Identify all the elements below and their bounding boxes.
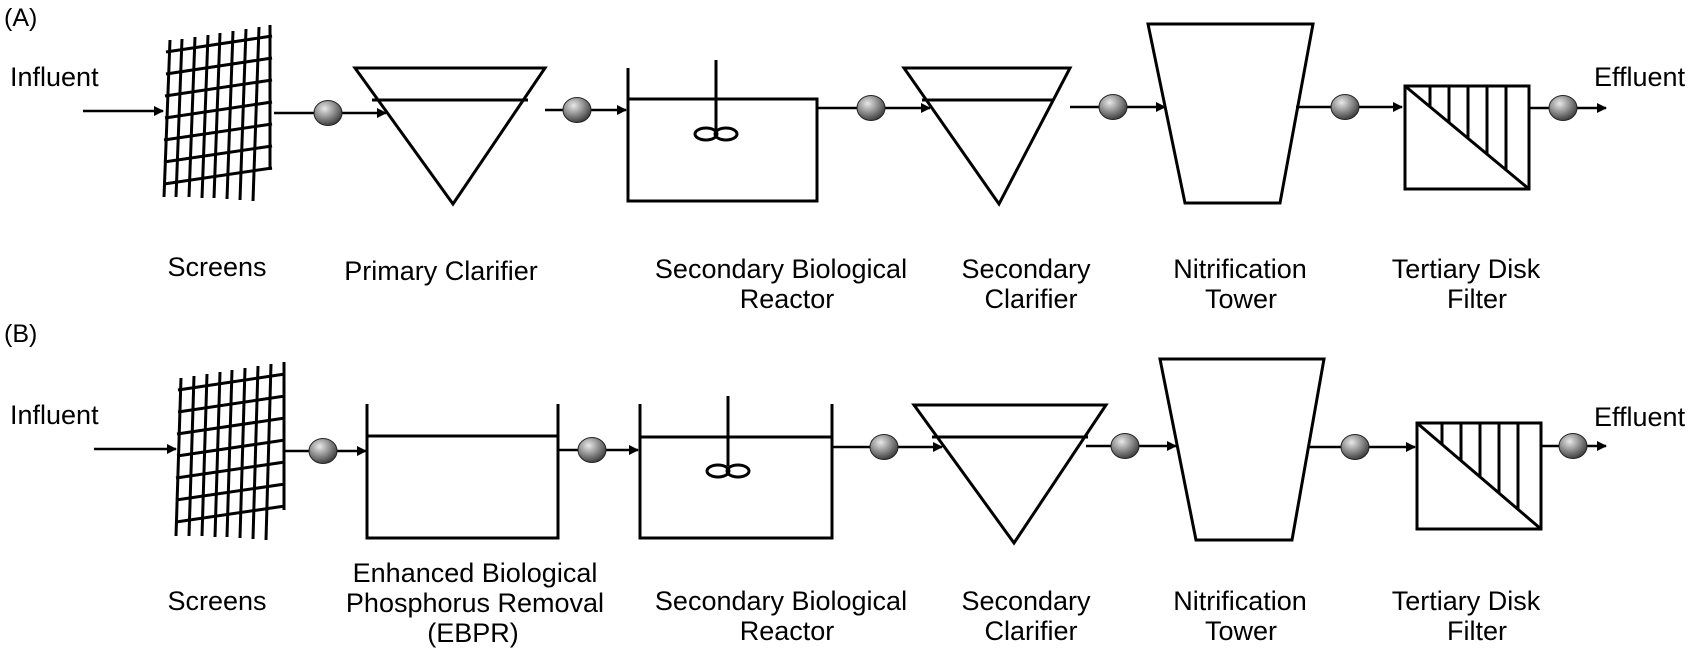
- unit-label: Secondary: [961, 254, 1091, 284]
- panel-b: (B) Influent Effluent: [4, 320, 1686, 648]
- clarifier-icon: [911, 403, 1109, 546]
- unit-label: Phosphorus Removal: [346, 588, 604, 618]
- flow-lines: [83, 102, 1607, 118]
- node-icon: [1340, 434, 1370, 460]
- screen-icon: [162, 25, 273, 202]
- tank-icon: [365, 404, 560, 540]
- node-icon: [562, 97, 592, 123]
- unit-label: Primary Clarifier: [344, 256, 538, 286]
- node-icon: [1330, 94, 1360, 120]
- node-icon: [869, 434, 899, 460]
- disk-filter-icon: [1403, 84, 1531, 191]
- unit-label: Reactor: [740, 616, 835, 646]
- unit-label: Tower: [1205, 284, 1277, 314]
- influent-label: Influent: [10, 62, 99, 92]
- effluent-label: Effluent: [1594, 62, 1686, 92]
- unit-label: Clarifier: [984, 284, 1077, 314]
- clarifier-icon: [352, 66, 548, 207]
- screen-icon: [174, 362, 286, 541]
- unit-label: (EBPR): [427, 618, 519, 648]
- unit-label: Tower: [1205, 616, 1277, 646]
- node-icon: [577, 437, 607, 463]
- tower-icon: [1158, 357, 1326, 542]
- node-icon: [1548, 95, 1578, 121]
- panel-letter: (B): [4, 320, 37, 348]
- panel-letter: (A): [4, 4, 37, 32]
- node-icon: [856, 95, 886, 121]
- effluent-label: Effluent: [1594, 402, 1686, 432]
- node-icon: [1558, 433, 1588, 459]
- unit-label: Clarifier: [984, 616, 1077, 646]
- node-icon: [313, 100, 343, 126]
- node-icon: [1098, 94, 1128, 120]
- node-icon: [308, 438, 338, 464]
- flow-nodes: [308, 433, 1588, 464]
- unit-label: Nitrification: [1173, 254, 1307, 284]
- unit-label: Secondary: [961, 586, 1091, 616]
- unit-label: Filter: [1447, 616, 1507, 646]
- unit-label: Screens: [167, 252, 266, 282]
- disk-filter-icon: [1415, 421, 1543, 531]
- unit-label: Reactor: [740, 284, 835, 314]
- panel-a: (A) Influent Effluent: [4, 4, 1686, 314]
- unit-label: Tertiary Disk: [1392, 254, 1541, 284]
- unit-label: Enhanced Biological: [353, 558, 598, 588]
- clarifier-icon: [901, 66, 1073, 207]
- unit-label: Secondary Biological: [655, 586, 907, 616]
- unit-label: Filter: [1447, 284, 1507, 314]
- unit-labels: Screens Primary Clarifier Secondary Biol…: [167, 252, 1540, 314]
- unit-label: Tertiary Disk: [1392, 586, 1541, 616]
- unit-label: Secondary Biological: [655, 254, 907, 284]
- tower-icon: [1146, 22, 1315, 205]
- unit-label: Nitrification: [1173, 586, 1307, 616]
- node-icon: [1110, 433, 1140, 459]
- flow-nodes: [313, 94, 1578, 126]
- reactor-icon: [626, 60, 819, 203]
- unit-labels: Screens Enhanced Biological Phosphorus R…: [167, 558, 1540, 648]
- unit-label: Screens: [167, 586, 266, 616]
- reactor-icon: [638, 396, 834, 540]
- influent-label: Influent: [10, 400, 99, 430]
